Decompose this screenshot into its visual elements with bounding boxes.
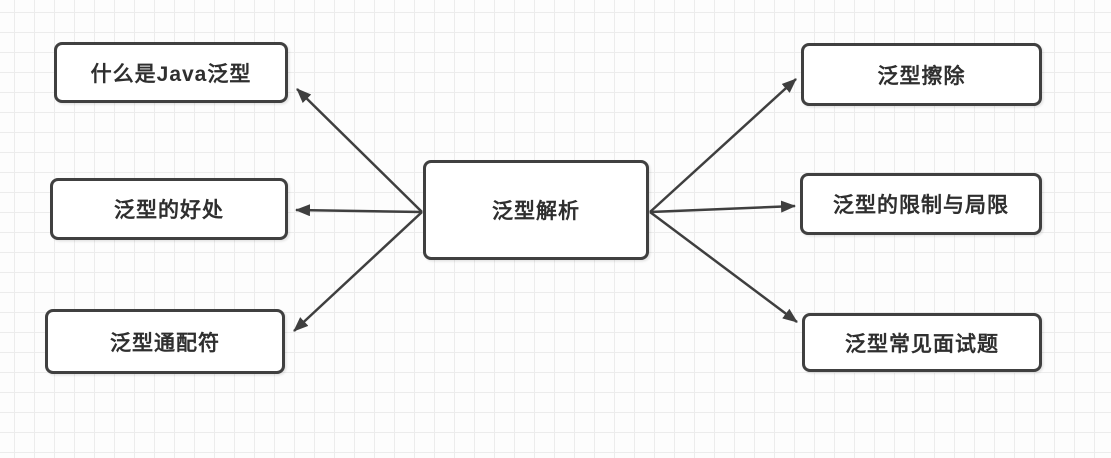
node-generics-wildcard[interactable]: 泛型通配符	[45, 309, 285, 374]
node-generics-benefits[interactable]: 泛型的好处	[50, 178, 288, 240]
node-label: 什么是Java泛型	[90, 62, 252, 86]
node-label: 泛型擦除	[877, 64, 966, 88]
node-generics-limitations[interactable]: 泛型的限制与局限	[800, 173, 1042, 235]
connector-center-to-type-erasure[interactable]	[649, 78, 797, 213]
node-generics-interview-questions[interactable]: 泛型常见面试题	[802, 313, 1042, 372]
connector-center-to-generics-interview-questions[interactable]	[649, 210, 798, 324]
node-label: 泛型解析	[492, 200, 580, 223]
node-center-generics-analysis[interactable]: 泛型解析	[423, 160, 649, 260]
connector-center-to-generics-limitations[interactable]	[649, 200, 796, 214]
node-label: 泛型常见面试题	[845, 332, 999, 356]
node-label: 泛型的限制与局限	[833, 194, 1009, 217]
node-what-is-java-generics[interactable]: 什么是Java泛型	[54, 42, 288, 103]
node-type-erasure[interactable]: 泛型擦除	[801, 43, 1042, 106]
connector-center-to-generics-wildcard[interactable]	[293, 211, 423, 332]
connector-center-to-generics-benefits[interactable]	[295, 204, 423, 217]
node-label: 泛型通配符	[110, 331, 220, 355]
node-label: 泛型的好处	[114, 199, 224, 222]
connector-center-to-what-is-java-generics[interactable]	[296, 88, 423, 213]
